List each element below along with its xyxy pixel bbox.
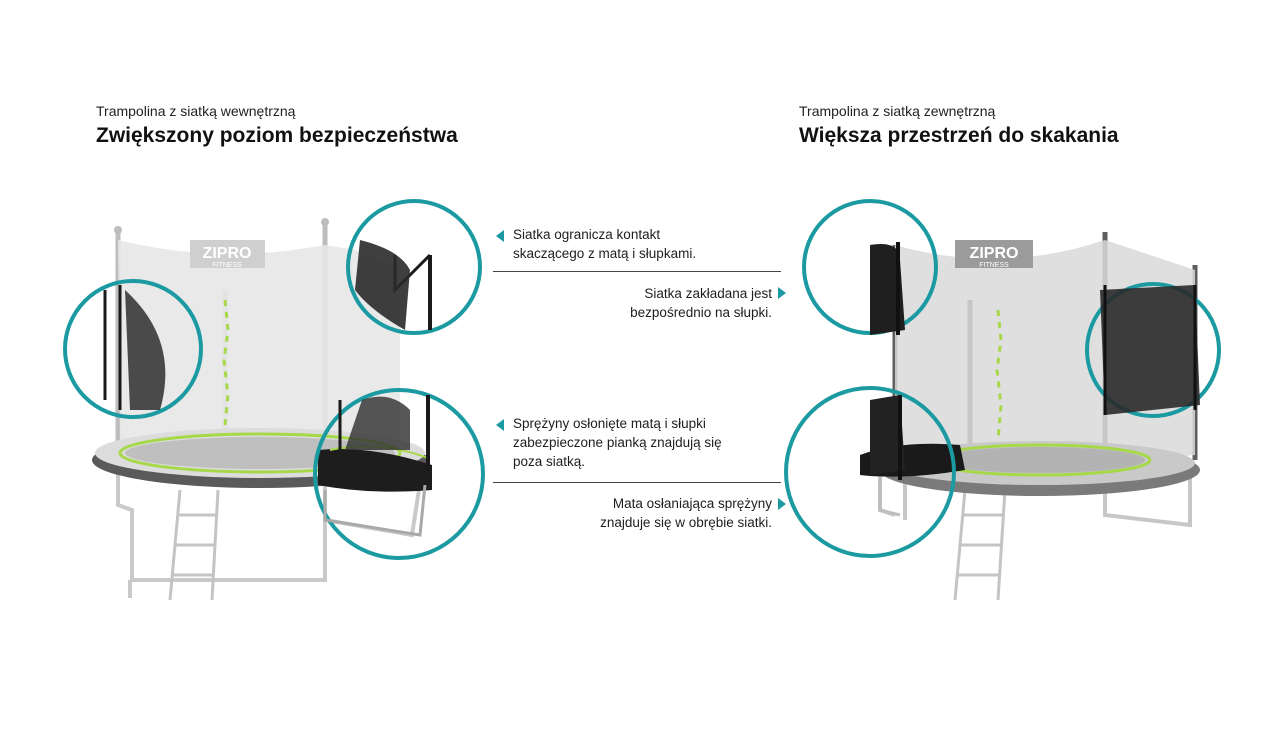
note-line: poza siatką. bbox=[513, 454, 586, 469]
right-headline: Większa przestrzeń do skakania bbox=[799, 124, 1119, 147]
note-inner-springs: Sprężyny osłonięte matą i słupki zabezpi… bbox=[513, 414, 783, 471]
left-net-logo-sub: FITNESS bbox=[212, 262, 242, 269]
left-net-logo: ZIPRO bbox=[203, 245, 252, 262]
note-line: znajduje się w obrębie siatki. bbox=[600, 515, 772, 530]
right-net-logo: ZIPRO bbox=[970, 245, 1019, 262]
note-line: Mata osłaniająca sprężyny bbox=[612, 496, 772, 511]
note-line: Siatka ogranicza kontakt bbox=[513, 227, 661, 242]
note-line: skaczącego z matą i słupkami. bbox=[513, 246, 697, 261]
note-outer-springs: Mata osłaniająca sprężyny znajduje się w… bbox=[520, 494, 772, 532]
arrow-right-icon bbox=[778, 287, 786, 299]
note-line: Siatka zakładana jest bbox=[644, 286, 772, 301]
note-line: Sprężyny osłonięte matą i słupki bbox=[513, 416, 706, 431]
note-outer-net: Siatka zakładana jest bezpośrednio na sł… bbox=[520, 284, 772, 322]
note-inner-net: Siatka ogranicza kontakt skaczącego z ma… bbox=[513, 225, 773, 263]
divider-top bbox=[493, 271, 781, 272]
right-net-logo-sub: FITNESS bbox=[979, 262, 1009, 269]
arrow-right-icon bbox=[778, 498, 786, 510]
right-subtitle: Trampolina z siatką zewnętrzną bbox=[799, 103, 996, 119]
arrow-left-icon bbox=[496, 419, 504, 431]
note-line: zabezpieczone pianką znajdują się bbox=[513, 435, 722, 450]
note-line: bezpośrednio na słupki. bbox=[630, 305, 772, 320]
arrow-left-icon bbox=[496, 230, 504, 242]
left-subtitle: Trampolina z siatką wewnętrzną bbox=[96, 103, 296, 119]
left-headline: Zwiększony poziom bezpieczeństwa bbox=[96, 124, 458, 147]
divider-bottom bbox=[493, 482, 781, 483]
